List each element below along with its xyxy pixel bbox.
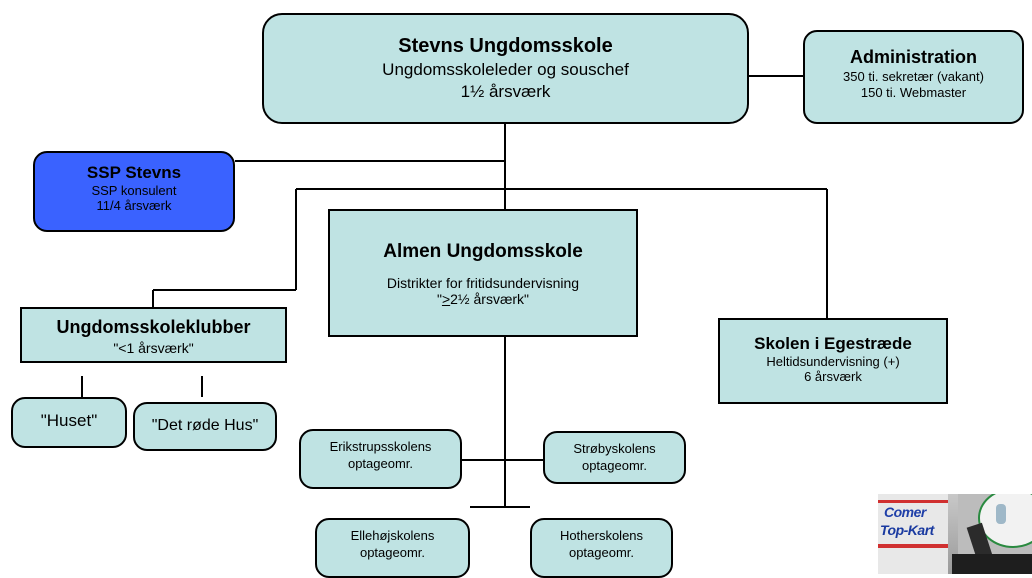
node-title: Almen Ungdomsskole — [383, 241, 583, 262]
node-hotherskolens: Hotherskolens optageomr. — [530, 518, 673, 578]
node-title: Administration — [849, 47, 977, 67]
node-erikstrupsskolens: Erikstrupsskolens optageomr. — [299, 429, 462, 489]
node-line: "<1 årsværk" — [113, 340, 194, 356]
node-line: optageomr. — [581, 458, 648, 473]
node-almen-ungdomsskole: Almen Ungdomsskole Distrikter for fritid… — [328, 209, 638, 337]
node-title: Stevns Ungdomsskole — [398, 35, 613, 57]
node-ssp-stevns: SSP Stevns SSP konsulent 11/4 årsværk — [33, 151, 235, 232]
node-line: Ungdomsskoleleder og souschef — [382, 60, 629, 79]
node-line: Erikstrupsskolens — [329, 439, 432, 454]
logo-text: Top-Kart — [880, 522, 934, 538]
logo-text: Comer — [884, 504, 926, 520]
node-line: Heltidsundervisning (+) — [766, 354, 900, 369]
node-strobyskolens: Strøbyskolens optageomr. — [543, 431, 686, 484]
greater-equal-symbol: > — [441, 291, 451, 307]
node-huset: "Huset" — [11, 397, 127, 448]
line-rest: 2½ årsværk" — [450, 291, 530, 307]
node-line: 350 ti. sekretær (vakant) — [843, 69, 984, 84]
node-line: 6 årsværk — [804, 369, 862, 384]
quote-open: " — [436, 291, 442, 307]
node-ungdomsskoleklubber: Ungdomsskoleklubber "<1 årsværk" — [20, 307, 287, 363]
node-line: 11/4 årsværk — [96, 198, 172, 213]
node-line: Hotherskolens — [559, 528, 644, 543]
node-det-rode-hus: "Det røde Hus" — [133, 402, 277, 451]
node-line: 150 ti. Webmaster — [860, 85, 967, 100]
node-line: Ellehøjskolens — [350, 528, 435, 543]
node-line: 1½ årsværk — [460, 82, 551, 101]
node-line: Strøbyskolens — [573, 441, 656, 456]
node-title: SSP Stevns — [86, 163, 182, 182]
node-line: Distrikter for fritidsundervisning — [386, 275, 580, 291]
node-title: Ungdomsskoleklubber — [56, 317, 251, 337]
node-line: optageomr. — [568, 545, 635, 560]
node-skolen-i-egestraede: Skolen i Egestræde Heltidsundervisning (… — [718, 318, 948, 404]
node-line: "Det røde Hus" — [151, 417, 259, 434]
node-ellehojskolens: Ellehøjskolens optageomr. — [315, 518, 470, 578]
node-line: "Huset" — [40, 411, 98, 430]
node-line: optageomr. — [359, 545, 426, 560]
node-title: Skolen i Egestræde — [754, 334, 912, 353]
node-line: SSP konsulent — [91, 183, 177, 198]
node-line: optageomr. — [347, 456, 414, 471]
node-administration: Administration 350 ti. sekretær (vakant)… — [803, 30, 1024, 124]
node-line: ">2½ årsværk" — [330, 291, 636, 307]
karting-photo: Comer Top-Kart — [878, 494, 1032, 574]
node-stevns-ungdomsskole: Stevns Ungdomsskole Ungdomsskoleleder og… — [262, 13, 749, 124]
